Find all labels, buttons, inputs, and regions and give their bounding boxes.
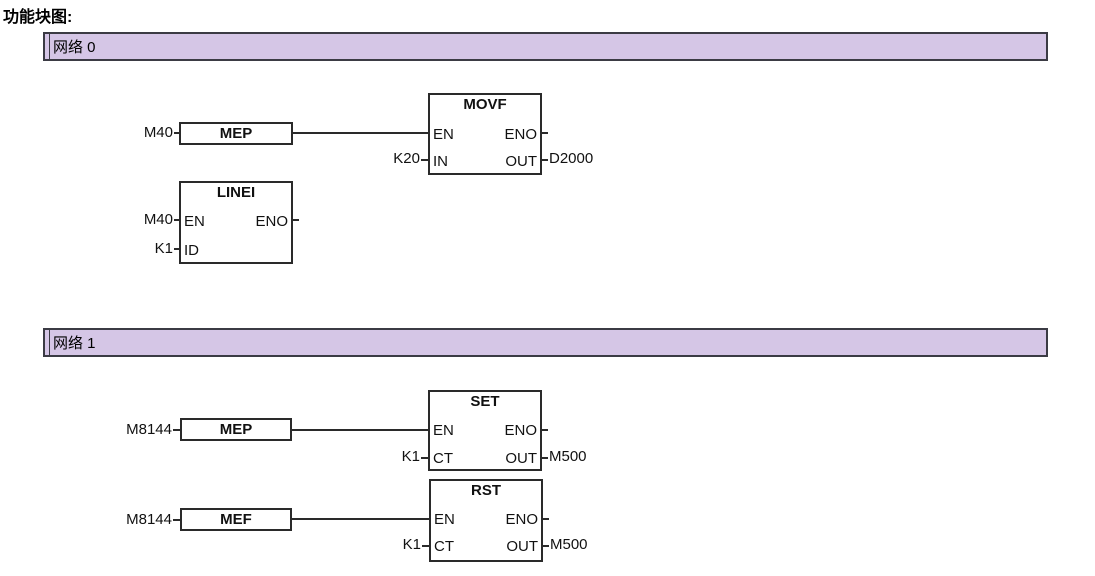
pin-tick (174, 248, 180, 250)
pin-tick (421, 457, 428, 459)
operand-label-m40-mep: M40 (143, 124, 173, 141)
pin-label-in: IN (433, 153, 448, 170)
wire-mep-to-movf (292, 132, 428, 134)
network-1-label: 网络 1 (49, 330, 96, 355)
contact-block-mef: MEF (180, 508, 292, 531)
pin-tick (174, 132, 180, 134)
pin-tick (422, 545, 429, 547)
contact-block-mef-label: MEF (220, 511, 252, 528)
operand-label-m500-set: M500 (549, 448, 587, 465)
pin-label-en: EN (434, 511, 455, 528)
operand-label-d2000: D2000 (549, 150, 594, 167)
wire-mef-to-rst (291, 518, 429, 520)
pin-tick (421, 159, 428, 161)
pin-tick (541, 159, 548, 161)
function-block-rst-title: RST (471, 482, 501, 499)
operand-label-m8144-mep: M8144 (126, 421, 172, 438)
operand-label-k1-rst: K1 (402, 536, 421, 553)
pin-tick (542, 545, 549, 547)
pin-label-out: OUT (505, 153, 537, 170)
pin-label-out: OUT (506, 538, 538, 555)
function-block-set: SET EN ENO CT OUT (428, 390, 542, 471)
function-block-rst: RST EN ENO CT OUT (429, 479, 543, 562)
pin-label-eno: ENO (504, 126, 537, 143)
pin-tick (541, 429, 548, 431)
wire-mep-to-set (291, 429, 428, 431)
pin-label-ct: CT (434, 538, 454, 555)
pin-tick (541, 132, 548, 134)
pin-label-ct: CT (433, 450, 453, 467)
function-block-movf-title: MOVF (463, 96, 507, 113)
function-block-movf: MOVF EN ENO IN OUT (428, 93, 542, 175)
pin-tick (541, 457, 548, 459)
pin-tick (173, 429, 180, 431)
page-title: 功能块图: (3, 9, 73, 26)
network-0-label: 网络 0 (49, 34, 96, 59)
contact-block-mep: MEP (179, 122, 293, 145)
function-block-set-title: SET (470, 393, 500, 410)
pin-tick (174, 219, 180, 221)
function-block-linei: LINEI EN ENO ID (179, 181, 293, 264)
operand-label-k1-linei: K1 (154, 240, 173, 257)
pin-label-eno: ENO (505, 511, 538, 528)
pin-tick (173, 519, 180, 521)
contact-block-mep-label: MEP (219, 421, 253, 438)
pin-label-en: EN (433, 422, 454, 439)
pin-tick (292, 219, 299, 221)
network-1-header: 网络 1 (43, 328, 1048, 357)
contact-block-mep: MEP (180, 418, 292, 441)
operand-label-m500-rst: M500 (550, 536, 588, 553)
operand-label-k20: K20 (393, 150, 420, 167)
operand-label-k1-set: K1 (401, 448, 420, 465)
pin-label-en: EN (184, 213, 205, 230)
network-0-header: 网络 0 (43, 32, 1048, 61)
contact-block-mep-label: MEP (219, 125, 253, 142)
pin-label-eno: ENO (504, 422, 537, 439)
pin-tick (542, 518, 549, 520)
function-block-linei-title: LINEI (216, 184, 256, 201)
operand-label-m8144-mef: M8144 (126, 511, 172, 528)
operand-label-m40-linei: M40 (143, 211, 173, 228)
pin-label-id: ID (184, 242, 199, 259)
pin-label-eno: ENO (255, 213, 288, 230)
pin-label-en: EN (433, 126, 454, 143)
pin-label-out: OUT (505, 450, 537, 467)
